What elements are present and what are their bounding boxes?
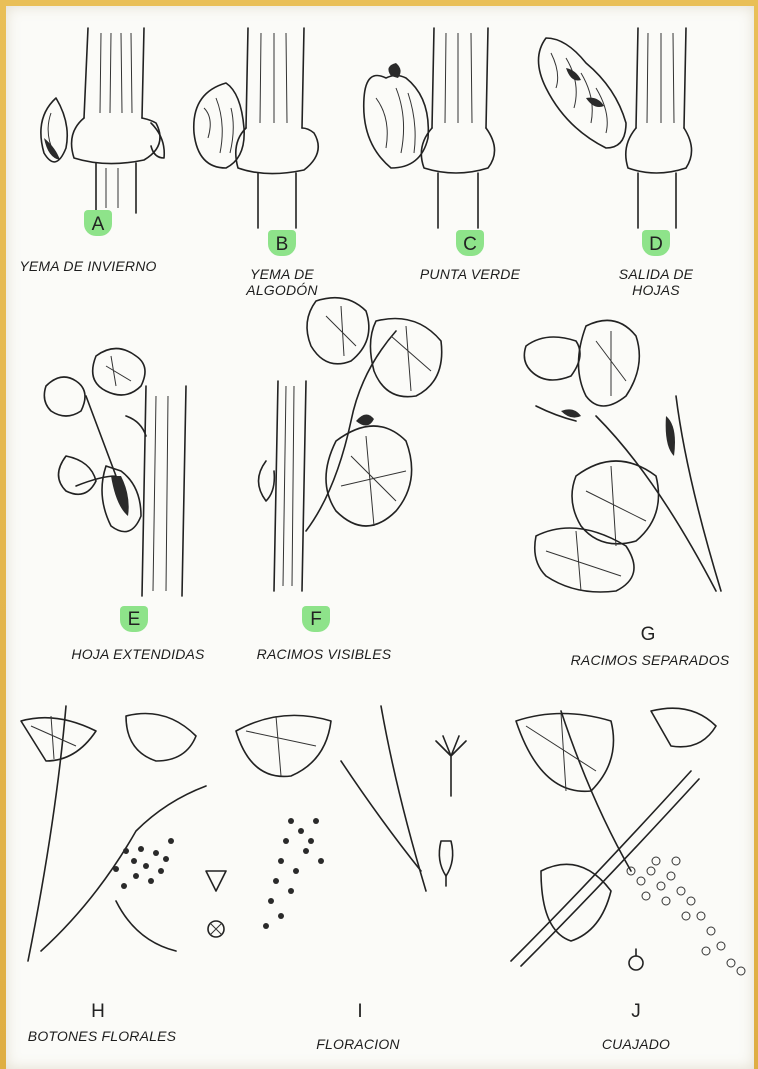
stage-a-illustration bbox=[26, 28, 186, 218]
winter-bud-drawing bbox=[26, 28, 186, 218]
extended-leaf-drawing bbox=[36, 336, 216, 606]
stage-c-letter: C bbox=[440, 234, 500, 256]
stage-h-letter: H bbox=[68, 1001, 128, 1023]
flowering-drawing bbox=[231, 701, 491, 981]
fruit-set-drawing bbox=[501, 701, 751, 981]
stage-d-illustration bbox=[526, 28, 726, 228]
stage-b-illustration bbox=[186, 28, 346, 228]
stage-g-caption: RACIMOS SEPARADOS bbox=[550, 652, 750, 668]
stage-b-letter: B bbox=[252, 234, 312, 256]
stage-g-letter: G bbox=[618, 624, 678, 646]
stage-j-letter: J bbox=[606, 1001, 666, 1023]
stage-i-letter: I bbox=[330, 1001, 390, 1023]
flower-buttons-drawing bbox=[16, 701, 256, 981]
green-tip-drawing bbox=[346, 28, 506, 228]
leaf-emergence-drawing bbox=[526, 28, 726, 228]
stage-d-letter: D bbox=[626, 234, 686, 256]
stage-j-caption: CUAJADO bbox=[536, 1036, 736, 1052]
stage-j-illustration bbox=[501, 701, 751, 981]
stage-e-caption: HOJA EXTENDIDAS bbox=[38, 646, 238, 662]
separated-clusters-drawing bbox=[516, 306, 736, 596]
stage-a-caption: YEMA DE INVIERNO bbox=[0, 258, 188, 274]
stage-f-illustration bbox=[256, 291, 456, 601]
cotton-bud-drawing bbox=[186, 28, 346, 228]
stage-a-letter: A bbox=[68, 214, 128, 236]
visible-clusters-drawing bbox=[256, 291, 456, 601]
stage-f-caption: RACIMOS VISIBLES bbox=[224, 646, 424, 662]
stage-e-illustration bbox=[36, 336, 216, 606]
stage-h-caption: BOTONES FLORALES bbox=[2, 1028, 202, 1044]
stage-d-caption: SALIDA DE HOJAS bbox=[556, 266, 756, 298]
stage-f-letter: F bbox=[286, 609, 346, 631]
stage-c-illustration bbox=[346, 28, 506, 228]
stage-h-illustration bbox=[16, 701, 256, 981]
illustration-sheet: A YEMA DE INVIERNO B YEMA DE ALGODÓN C P… bbox=[6, 6, 754, 1069]
stage-e-letter: E bbox=[104, 609, 164, 631]
stage-i-caption: FLORACION bbox=[258, 1036, 458, 1052]
stage-i-illustration bbox=[231, 701, 491, 981]
stage-c-caption: PUNTA VERDE bbox=[370, 266, 570, 282]
stage-g-illustration bbox=[516, 306, 736, 596]
